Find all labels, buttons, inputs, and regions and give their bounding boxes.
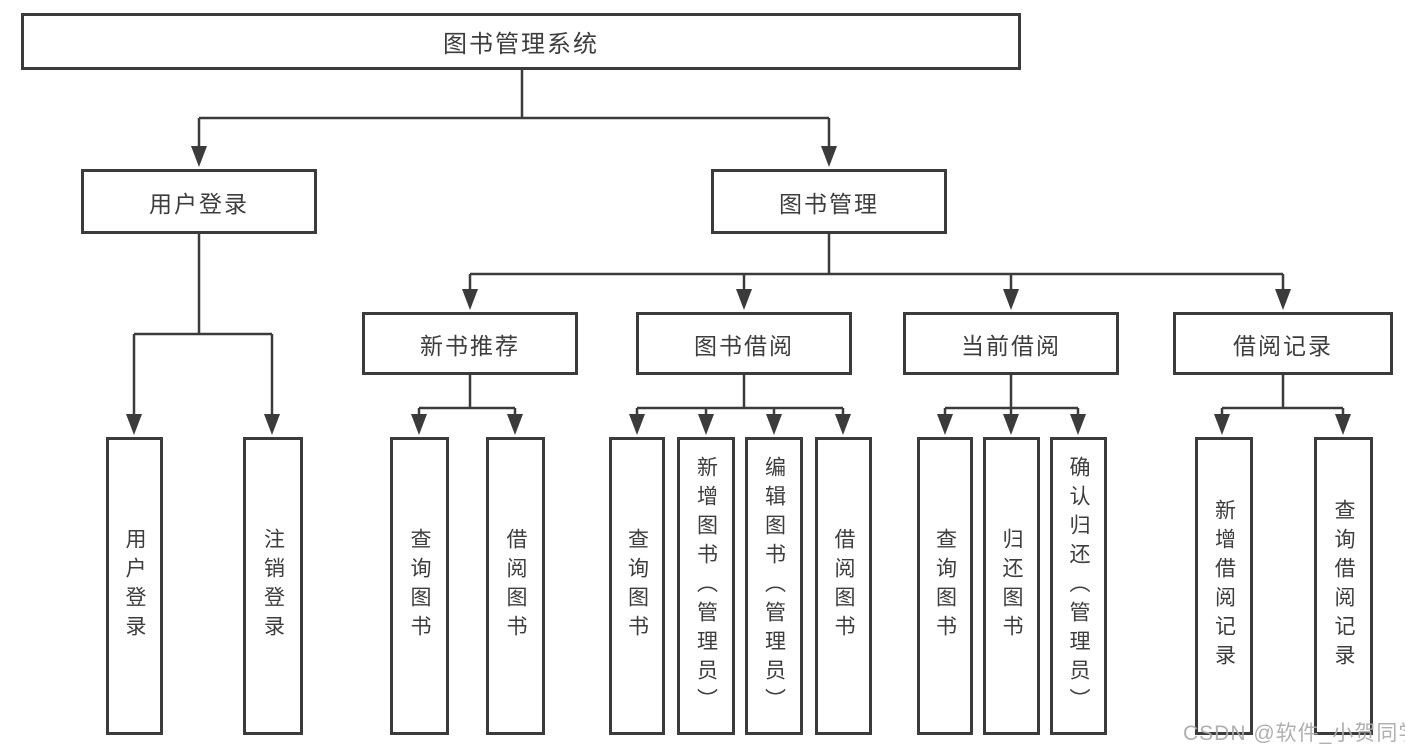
leaf-borrow-query-books: 查询图书 — [609, 437, 665, 735]
node-new-book-recommendation: 新书推荐 — [362, 312, 578, 375]
leaf-user-login: 用户登录 — [106, 437, 163, 735]
leaf-records-query-borrow-record: 查询借阅记录 — [1314, 437, 1373, 735]
leaf-current-confirm-return-admin: 确认归还（管理员） — [1050, 437, 1107, 735]
connector-lines — [132, 70, 1345, 419]
node-current-borrowing: 当前借阅 — [903, 312, 1119, 375]
leaf-logout: 注销登录 — [243, 437, 303, 735]
leaf-records-add-borrow-record: 新增借阅记录 — [1195, 437, 1253, 735]
node-book-borrowing: 图书借阅 — [636, 312, 852, 375]
leaf-recommend-borrow-books: 借阅图书 — [486, 437, 545, 735]
node-borrowing-records: 借阅记录 — [1173, 312, 1393, 375]
arrowheads — [126, 146, 1351, 435]
csdn-watermark: CSDN @软件_小贺同学 — [1183, 722, 1405, 745]
leaf-borrow-add-books-admin: 新增图书（管理员） — [677, 437, 735, 735]
leaf-current-return-books: 归还图书 — [983, 437, 1040, 735]
leaf-borrow-borrow-books: 借阅图书 — [815, 437, 872, 735]
leaf-recommend-query-books: 查询图书 — [390, 437, 449, 735]
node-book-management: 图书管理 — [711, 169, 947, 234]
leaf-borrow-edit-books-admin: 编辑图书（管理员） — [745, 437, 803, 735]
node-book-management-system: 图书管理系统 — [21, 13, 1021, 70]
node-user-login: 用户登录 — [81, 169, 317, 234]
leaf-current-query-books: 查询图书 — [917, 437, 973, 735]
